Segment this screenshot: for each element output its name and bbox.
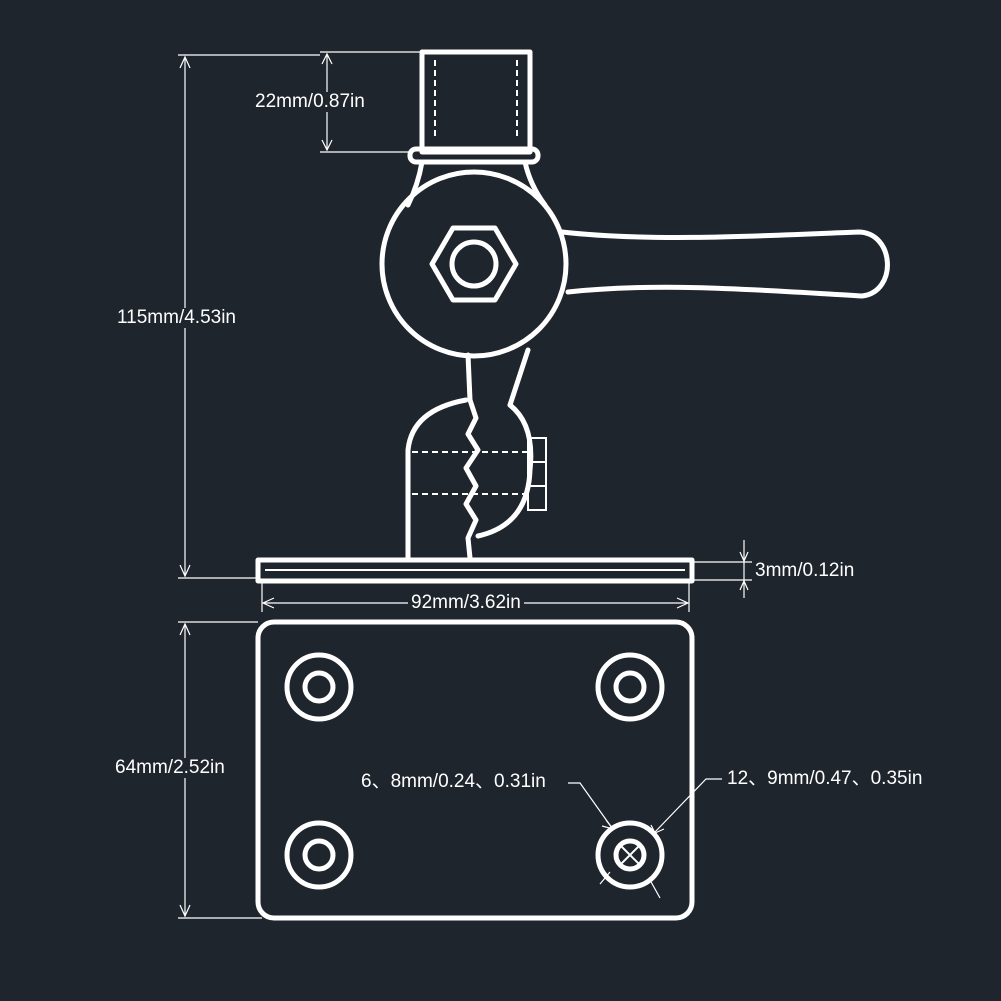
mount-hole-top-left <box>284 652 354 722</box>
lever-handle <box>559 229 890 299</box>
saddle-left <box>405 397 469 561</box>
nut-bore <box>449 239 499 289</box>
side-view <box>255 49 890 584</box>
top-tube-height-label: 22mm/0.87in <box>252 92 368 112</box>
clamp-bolt-block <box>527 437 547 511</box>
clamp-body <box>475 402 534 539</box>
arm-right <box>507 347 531 408</box>
mount-hole-top-right <box>595 652 665 722</box>
mount-hole-bottom-right <box>595 820 665 890</box>
hole-outer-diameter-label: 12、9mm/0.47、0.35in <box>724 769 926 789</box>
serrated-joint <box>463 397 481 561</box>
top-tube <box>419 49 533 155</box>
plate-thickness-label: 3mm/0.12in <box>752 561 858 581</box>
plate-width-label: 92mm/3.62in <box>408 593 524 613</box>
hex-nut <box>429 225 519 303</box>
base-height-label: 64mm/2.52in <box>112 758 228 778</box>
pivot-hub <box>379 169 569 359</box>
hole-inner-diameter-label: 6、8mm/0.24、0.31in <box>358 772 549 792</box>
mount-hole-bottom-left <box>284 820 354 890</box>
base-plate-side <box>255 557 695 584</box>
tube-collar <box>407 146 541 165</box>
top-view <box>255 619 695 921</box>
base-plate-top <box>255 619 695 921</box>
arm-left <box>465 352 473 403</box>
total-height-label: 115mm/4.53in <box>114 308 239 328</box>
